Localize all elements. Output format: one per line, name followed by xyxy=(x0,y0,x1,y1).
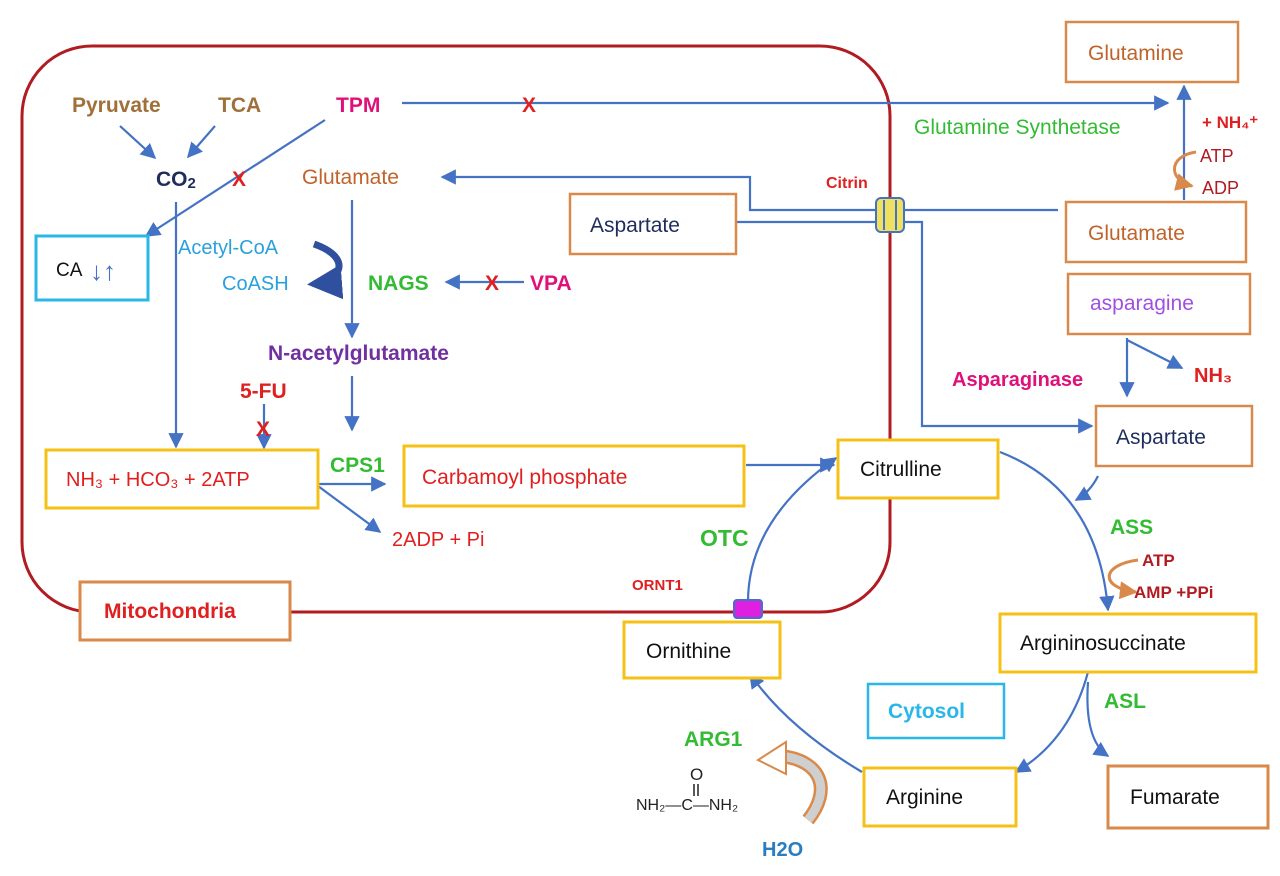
ass-label: ASS xyxy=(1110,516,1153,539)
arg1-water-curve-inner xyxy=(779,751,826,823)
nags-label: NAGS xyxy=(368,272,429,295)
ornt1-transporter xyxy=(733,599,763,619)
acetyl-coa-label: Acetyl-CoA xyxy=(178,237,279,259)
h2o-label: H2O xyxy=(762,839,803,861)
vpa-label: VPA xyxy=(530,272,572,295)
arrow-asparagine-nh3 xyxy=(1126,339,1184,369)
inhibit-x-tpm-ca: X xyxy=(232,168,246,191)
urea-formula: NH₂—C—NH₂ xyxy=(636,797,738,814)
arginine-box xyxy=(862,766,1018,828)
arrow-aspartate-transport xyxy=(736,220,1094,434)
ornt1-label: ORNT1 xyxy=(632,577,683,594)
argininosuccinate-label: Argininosuccinate xyxy=(1020,632,1186,655)
inhibit-x-tpm-glutamine: X xyxy=(522,94,536,117)
ass-amp-label: AMP +PPi xyxy=(1134,583,1214,602)
acetylcoa-curve xyxy=(307,240,344,300)
aspartate-right-label: Aspartate xyxy=(1116,426,1206,449)
ca-label: CA xyxy=(56,260,83,281)
coash-label: CoASH xyxy=(222,273,289,295)
cps1-label: CPS1 xyxy=(330,454,385,477)
citrulline-box xyxy=(836,438,1000,500)
arrow-substrates-adp xyxy=(317,485,382,533)
carbamoyl-phosphate-label: Carbamoyl phosphate xyxy=(422,466,627,489)
substrates-label: NH₃ + HCO₃ + 2ATP xyxy=(66,469,250,491)
glutamine-synthetase-label: Glutamine Synthetase xyxy=(914,116,1121,139)
mitochondria-label-box xyxy=(78,580,292,642)
citrin-label: Citrin xyxy=(826,175,868,192)
arrow-ornithine-citrulline xyxy=(746,457,838,603)
adp-pi-label: 2ADP + Pi xyxy=(392,529,484,551)
inhibit-x-5fu: X xyxy=(256,418,270,441)
nh4-label: + NH₄⁺ xyxy=(1202,113,1258,132)
ca-box xyxy=(34,234,150,302)
5fu-label: 5-FU xyxy=(240,380,287,403)
glutamine-atp-curve xyxy=(1173,150,1197,191)
arrow-argininosuccinate-arginine xyxy=(1014,671,1090,773)
cytosol-label: Cytosol xyxy=(888,700,965,723)
urea-oxygen: O xyxy=(690,765,703,784)
citrulline-label: Citrulline xyxy=(860,458,942,481)
glutamine-adp-label: ADP xyxy=(1202,178,1239,198)
arg1-label: ARG1 xyxy=(684,728,743,751)
tca-label: TCA xyxy=(218,94,261,117)
fumarate-box xyxy=(1106,764,1270,830)
arrow-citrulline-argininosuccinate xyxy=(999,450,1115,612)
aspartate-left-label: Aspartate xyxy=(590,214,680,237)
cytosol-box xyxy=(866,682,1006,740)
carbamoyl-box xyxy=(402,444,746,508)
glutamine-label: Glutamine xyxy=(1088,42,1184,65)
tpm-label: TPM xyxy=(336,94,380,117)
n-acetylglutamate-label: N-acetylglutamate xyxy=(268,342,449,365)
arrow-argininosuccinate-fumarate xyxy=(1086,681,1110,757)
pyruvate-label: Pyruvate xyxy=(72,94,161,117)
glutamine-box xyxy=(1064,20,1240,84)
co2-label: CO2 xyxy=(156,168,196,192)
ca-arrows: ↓↑ xyxy=(90,256,116,286)
asl-label: ASL xyxy=(1104,690,1146,713)
ass-atp-curve xyxy=(1107,558,1139,600)
argininosuccinate-box xyxy=(998,612,1258,674)
asparagine-label: asparagine xyxy=(1090,292,1194,315)
citrin-transporter xyxy=(875,197,905,233)
arrow-aspartate-ass xyxy=(1074,475,1099,501)
aspartate-right-box xyxy=(1094,404,1254,468)
aspartate-left-box xyxy=(568,192,738,256)
arg1-arrowhead xyxy=(755,740,787,776)
substrates-box xyxy=(44,448,320,510)
glutamine-atp-label: ATP xyxy=(1200,146,1234,166)
glutamate-mito-label: Glutamate xyxy=(302,166,399,189)
arrow-pyruvate-co2 xyxy=(119,125,157,160)
arrow-arginine-ornithine xyxy=(749,672,863,773)
ornithine-label: Ornithine xyxy=(646,640,731,663)
arrows xyxy=(119,84,1192,773)
arginine-label: Arginine xyxy=(886,786,963,809)
ass-atp-label: ATP xyxy=(1142,551,1175,570)
glutamate-right-box xyxy=(1064,200,1248,264)
asparaginase-label: Asparaginase xyxy=(952,369,1083,391)
glutamate-cytosol-label: Glutamate xyxy=(1088,222,1185,245)
ornithine-box xyxy=(622,620,782,680)
inhibit-x-vpa: X xyxy=(485,272,499,295)
asparagine-box xyxy=(1066,272,1252,336)
arrow-glutamate-transport xyxy=(440,169,1058,212)
mitochondria-label: Mitochondria xyxy=(104,600,236,623)
otc-label: OTC xyxy=(700,525,749,551)
urea-structure: O NH₂—C—NH₂ xyxy=(636,765,738,814)
fumarate-label: Fumarate xyxy=(1130,786,1220,809)
mitochondria-membrane xyxy=(20,44,892,614)
arrow-tca-co2 xyxy=(186,125,216,159)
nh3-label: NH₃ xyxy=(1194,365,1232,387)
